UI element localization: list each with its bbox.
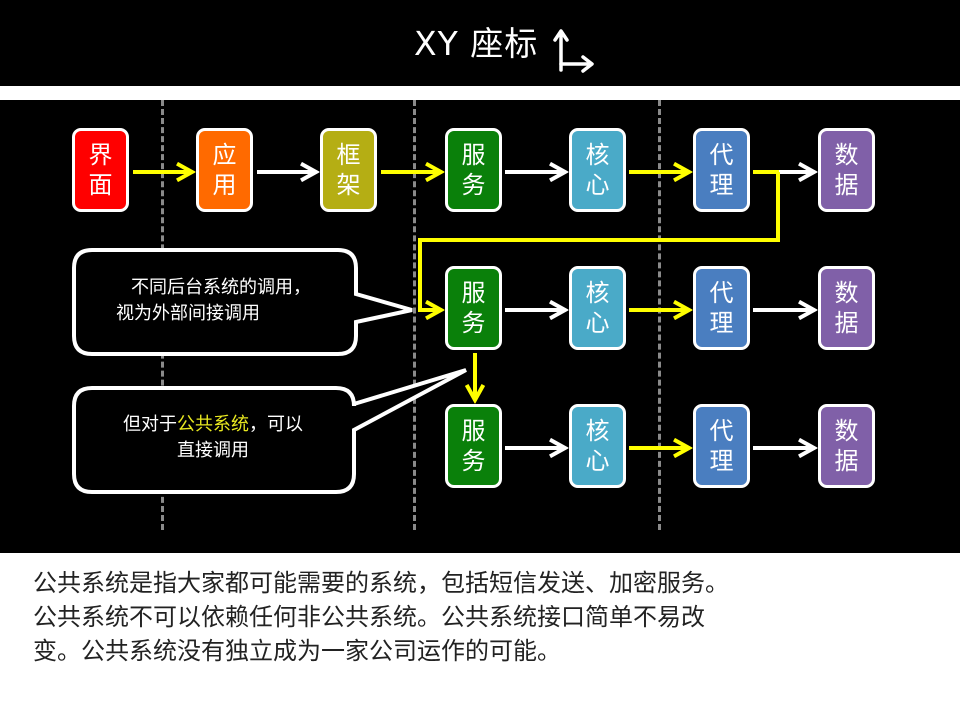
connector-layer	[72, 0, 960, 494]
callout-line: 视为外部间接调用	[116, 303, 260, 324]
node-data: 数据	[818, 404, 875, 488]
layer-divider	[413, 100, 416, 530]
node-service: 服务	[445, 128, 502, 212]
arrow-proxy-to-row2-service	[418, 172, 780, 310]
description-line: 公共系统不可以依赖任何非公共系统。公共系统接口简单不易改	[33, 603, 705, 631]
node-service: 服务	[445, 266, 502, 350]
layer-divider	[658, 100, 661, 530]
callout-indirect-call: 不同后台系统的调用， 视为外部间接调用	[90, 275, 352, 327]
xy-axis-arrow-icon	[553, 29, 594, 73]
callout-text: 但对于	[123, 414, 177, 435]
description-line: 变。公共系统没有独立成为一家公司运作的可能。	[33, 637, 561, 665]
description-line: 公共系统是指大家都可能需要的系统，包括短信发送、加密服务。	[33, 569, 729, 597]
node-service: 服务	[445, 404, 502, 488]
callout-line: 不同后台系统的调用，	[131, 277, 311, 298]
callout-text: ，可以	[249, 414, 303, 435]
node-proxy: 代理	[693, 266, 750, 350]
node-proxy: 代理	[693, 128, 750, 212]
callout-highlight: 公共系统	[177, 414, 249, 435]
node-proxy: 代理	[693, 404, 750, 488]
node-interface: 界面	[72, 128, 129, 212]
node-data: 数据	[818, 266, 875, 350]
node-framework: 框架	[320, 128, 377, 212]
callout-bubble-1-shape	[72, 248, 413, 356]
callout-direct-call: 但对于公共系统，可以 直接调用	[82, 412, 344, 464]
node-core: 核心	[569, 404, 626, 488]
title-bar: XY 座标	[0, 0, 960, 86]
node-data: 数据	[818, 128, 875, 212]
node-core: 核心	[569, 266, 626, 350]
description-text: 公共系统是指大家都可能需要的系统，包括短信发送、加密服务。 公共系统不可以依赖任…	[33, 566, 953, 668]
node-core: 核心	[569, 128, 626, 212]
callout-bubble-2-shape	[72, 368, 467, 494]
node-application: 应用	[196, 128, 253, 212]
page-title: XY 座标	[414, 24, 539, 63]
callout-line: 直接调用	[177, 440, 249, 461]
